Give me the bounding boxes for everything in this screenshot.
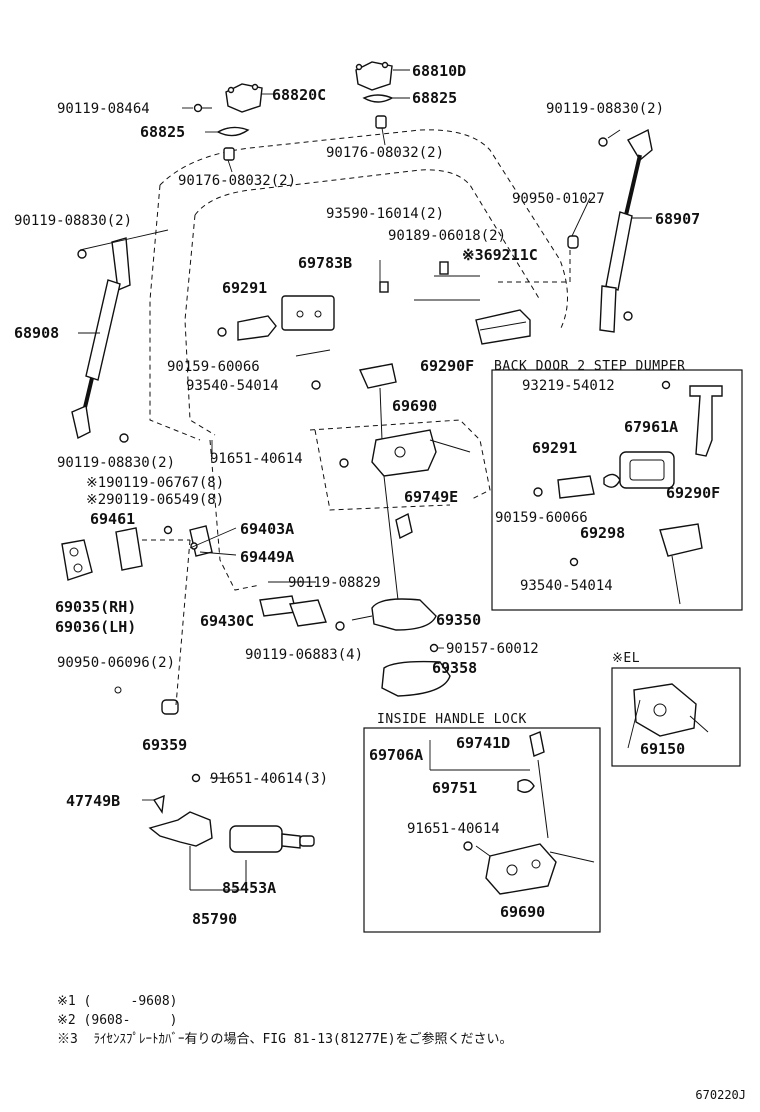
label-68908: 68908 xyxy=(14,324,59,342)
leader-lines xyxy=(78,107,652,857)
label-90119-08830-l: 90119-08830(2) xyxy=(14,213,132,229)
label-90119-06549: ※290119-06549(8) xyxy=(86,492,224,508)
label-inside-handle-lock: INSIDE HANDLE LOCK xyxy=(377,712,527,727)
footnote-3: ※3 ﾗｲｾﾝｽﾌﾟﾚｰﾄｶﾊﾞｰ有りの場合、FIG 81-13(81277E)… xyxy=(57,1032,513,1047)
label-85790: 85790 xyxy=(192,910,237,928)
label-69690-b: 69690 xyxy=(500,903,545,921)
label-93590-16014: 93590-16014(2) xyxy=(326,206,444,222)
label-69449A: 69449A xyxy=(240,548,294,566)
label-69690-a: 69690 xyxy=(392,397,437,415)
label-69298: 69298 xyxy=(580,524,625,542)
label-93219-54012: 93219-54012 xyxy=(522,378,615,394)
motor-85790 xyxy=(148,773,315,891)
bolt-90119-08464 xyxy=(193,103,212,113)
catalog-code: 670220J xyxy=(695,1088,746,1102)
label-93540-54014-a: 93540-54014 xyxy=(186,378,279,394)
label-69741D: 69741D xyxy=(456,734,510,752)
clip-90176-top xyxy=(375,115,387,146)
label-91651-40614-a: 91651-40614 xyxy=(210,451,303,467)
label-69211C: ※369211C xyxy=(462,246,538,264)
label-69350: 69350 xyxy=(436,611,481,629)
inside-lock-section-box xyxy=(363,727,601,933)
label-90176-08032-b: 90176-08032(2) xyxy=(178,173,296,189)
cover-69358 xyxy=(381,660,451,697)
stopper-68820C xyxy=(225,83,275,113)
label-68907: 68907 xyxy=(655,210,700,228)
cushion-68825-left xyxy=(205,126,250,137)
label-85453A: 85453A xyxy=(222,879,276,897)
damper-68908 xyxy=(71,237,131,443)
footnote-2: ※2 (9608- ) xyxy=(57,1013,178,1028)
bumper-69291 xyxy=(217,315,277,341)
label-69358: 69358 xyxy=(432,659,477,677)
outside-handle-69350 xyxy=(371,598,439,653)
bracket-69461 xyxy=(115,525,190,571)
label-47749B: 47749B xyxy=(66,792,120,810)
footnotes: ※1 ( -9608) ※2 (9608- ) ※3 ﾗｲｾﾝｽﾌﾟﾚｰﾄｶﾊﾞ… xyxy=(57,992,513,1049)
label-90189-06018: 90189-06018(2) xyxy=(388,228,506,244)
label-69035: 69035(RH) xyxy=(55,598,136,616)
label-68825-b: 68825 xyxy=(140,123,185,141)
label-90950-01027: 90950-01027 xyxy=(512,191,605,207)
label-69461: 69461 xyxy=(90,510,135,528)
lock-69150 xyxy=(633,683,709,737)
label-69290F-a: 69290F xyxy=(420,357,474,375)
label-69706A: 69706A xyxy=(369,746,423,764)
label-68810D: 68810D xyxy=(412,62,466,80)
label-90159-60066-b: 90159-60066 xyxy=(495,510,588,526)
damper-68907 xyxy=(567,128,653,333)
label-69359: 69359 xyxy=(142,736,187,754)
label-69150: 69150 xyxy=(640,740,685,758)
label-90176-08032-a: 90176-08032(2) xyxy=(326,145,444,161)
footnote-1: ※1 ( -9608) xyxy=(57,994,178,1009)
grommet-69359 xyxy=(114,539,191,715)
label-90157-60012: 90157-60012 xyxy=(446,641,539,657)
striker-69035 xyxy=(61,539,93,581)
label-90159-60066-a: 90159-60066 xyxy=(167,359,260,375)
el-section-box xyxy=(611,667,741,767)
label-back-door-dumper: BACK DOOR 2 STEP DUMPER xyxy=(494,359,686,374)
cushion-68825-top xyxy=(362,94,410,103)
label-el: ※EL xyxy=(612,651,640,666)
back-door-outline xyxy=(149,129,568,591)
lock-cylinder-69290F xyxy=(311,363,397,441)
handle-69211C xyxy=(475,250,571,345)
label-68825-a: 68825 xyxy=(412,89,457,107)
striker-69403A xyxy=(189,525,213,557)
label-90119-06883: 90119-06883(4) xyxy=(245,647,363,663)
label-93540-54014-b: 93540-54014 xyxy=(520,578,613,594)
label-90950-06096: 90950-06096(2) xyxy=(57,655,175,671)
label-69783B: 69783B xyxy=(298,254,352,272)
label-69291-a: 69291 xyxy=(222,279,267,297)
label-69291-b: 69291 xyxy=(532,439,577,457)
label-90119-06767: ※190119-06767(8) xyxy=(86,475,224,491)
label-91651-40614-b: 91651-40614 xyxy=(407,821,500,837)
clip-69749E xyxy=(395,512,413,540)
label-67961A: 67961A xyxy=(624,418,678,436)
label-90119-08830-bl: 90119-08830(2) xyxy=(57,455,175,471)
damper-detail xyxy=(533,380,723,605)
stopper-68810D xyxy=(355,61,410,91)
label-69403A: 69403A xyxy=(240,520,294,538)
lock-69690-main xyxy=(339,429,471,601)
label-91651-40614-c: 91651-40614(3) xyxy=(210,771,328,787)
garnish-69783B xyxy=(281,261,449,331)
clip-90176-left xyxy=(223,147,235,173)
inside-lock-parts xyxy=(463,731,595,895)
label-69290F-b: 69290F xyxy=(666,484,720,502)
part-labels: 68810D 68820C 68825 68825 90119-08464 90… xyxy=(14,62,720,928)
dumper-section-box xyxy=(491,369,743,611)
label-69430C: 69430C xyxy=(200,612,254,630)
label-69036: 69036(LH) xyxy=(55,618,136,636)
cover-69430C xyxy=(259,595,345,631)
label-68820C: 68820C xyxy=(272,86,326,104)
label-90119-08464: 90119-08464 xyxy=(57,101,150,117)
label-69749E: 69749E xyxy=(404,488,458,506)
label-90119-08829: 90119-08829 xyxy=(288,575,381,591)
label-69751: 69751 xyxy=(432,779,477,797)
label-90119-08830-tr: 90119-08830(2) xyxy=(546,101,664,117)
